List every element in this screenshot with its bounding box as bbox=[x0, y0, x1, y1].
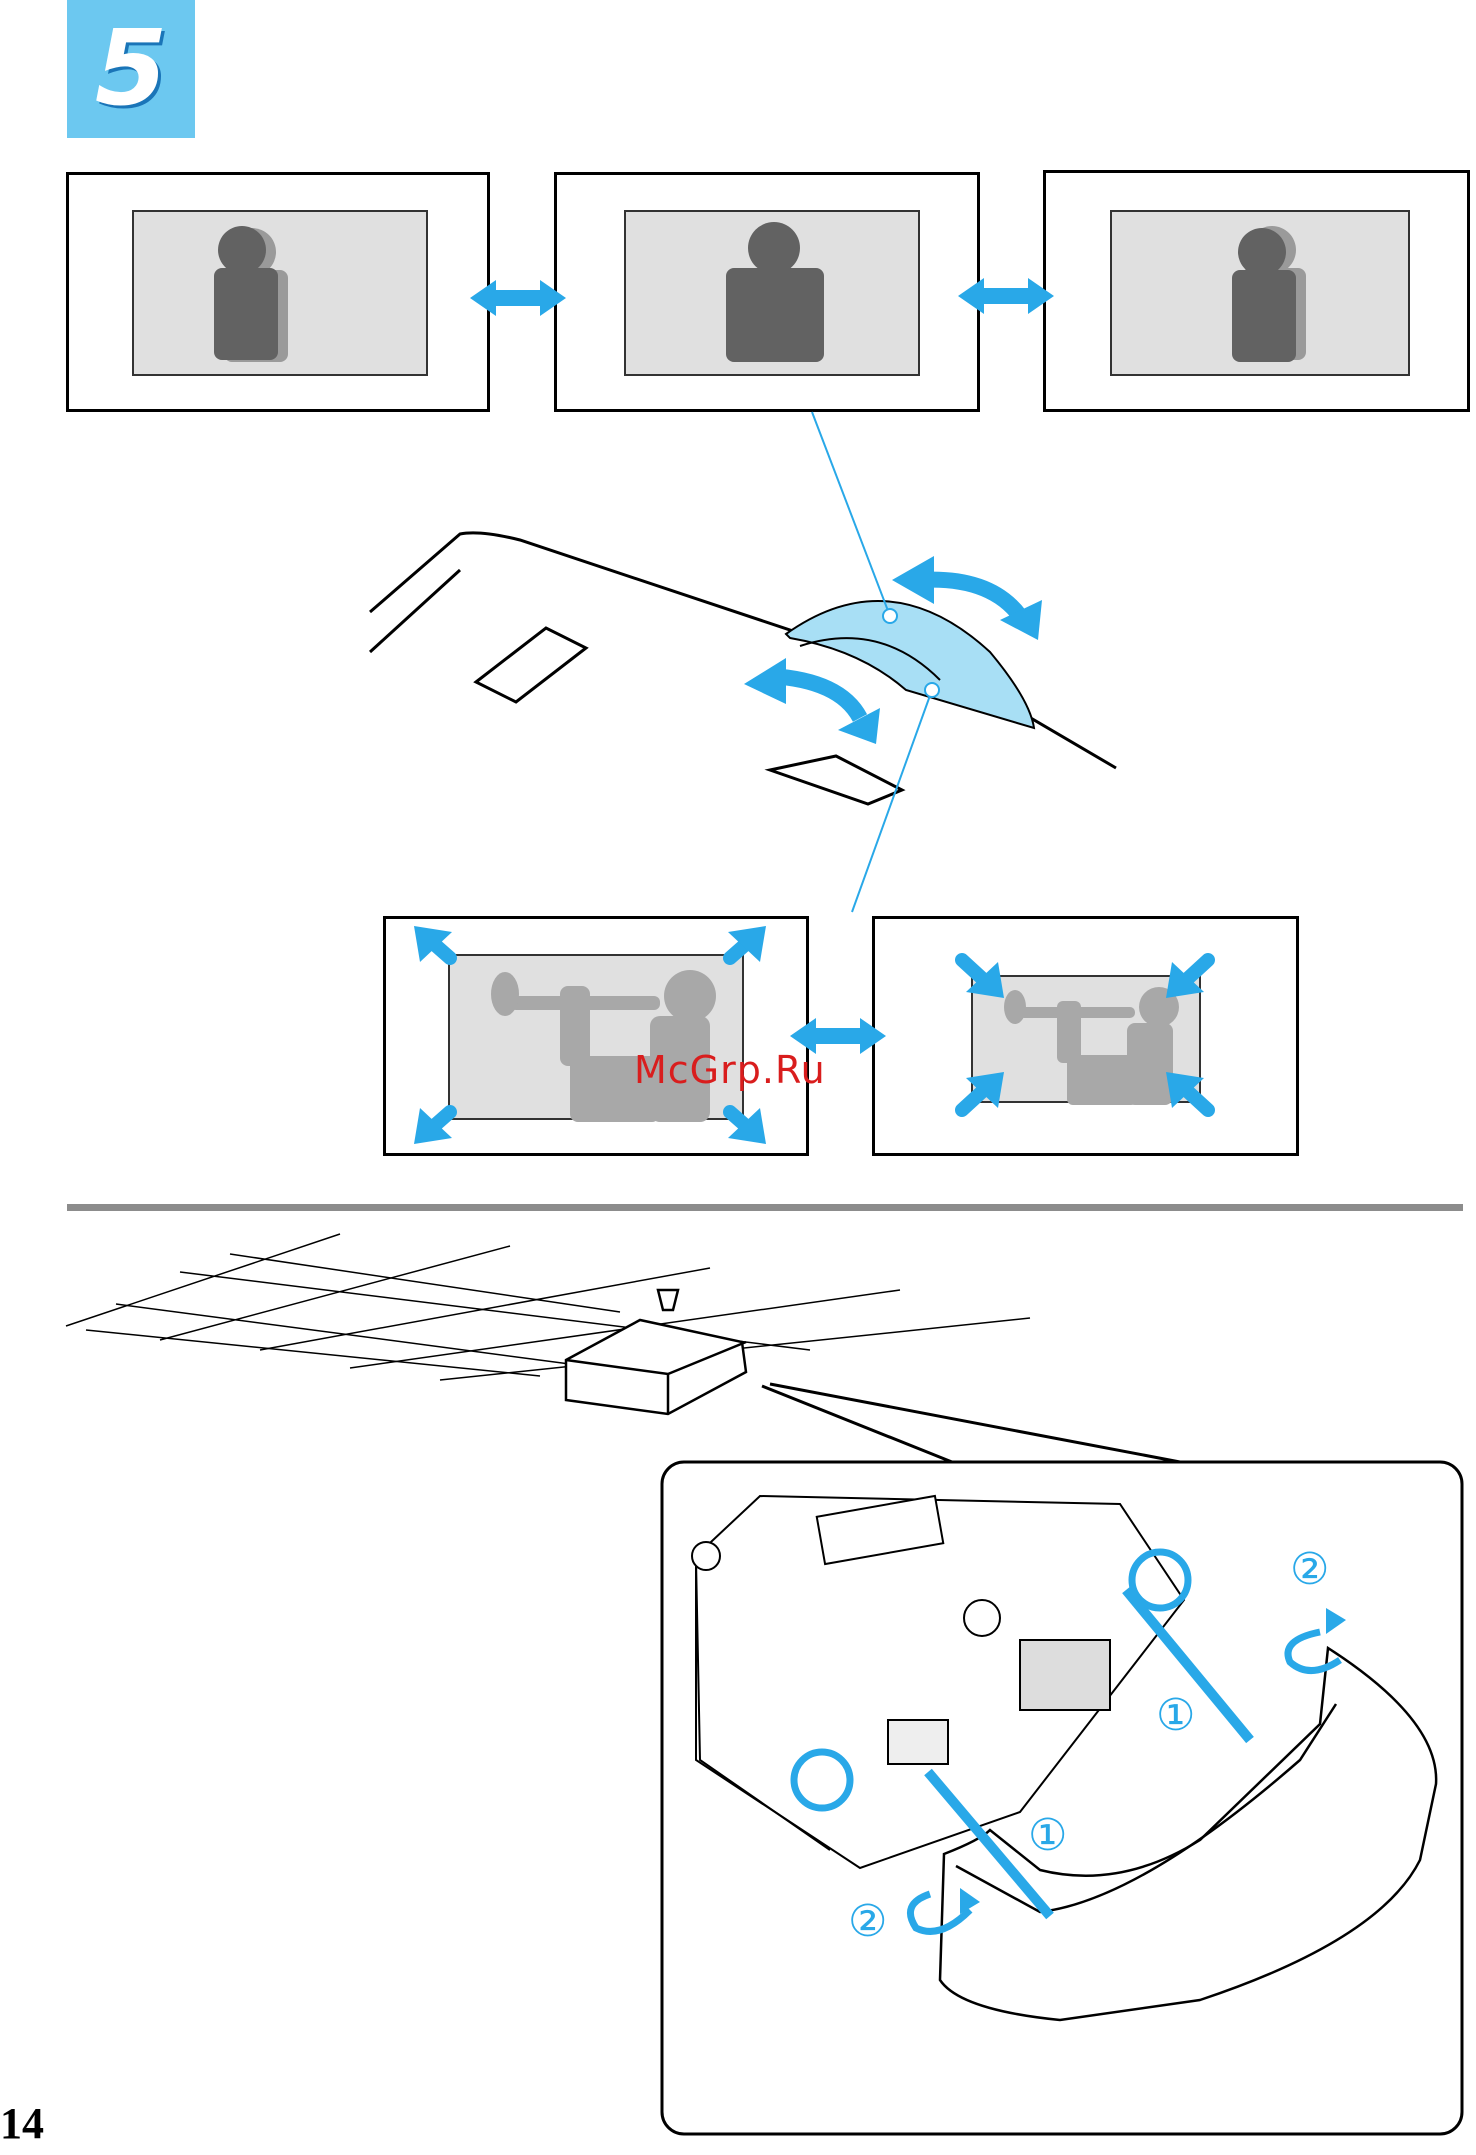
section-divider bbox=[67, 1204, 1463, 1211]
callout-step-2-right: ② bbox=[1290, 1544, 1329, 1595]
double-arrow-left bbox=[470, 280, 566, 316]
callout-wedge bbox=[762, 1384, 1180, 1462]
double-arrow-right bbox=[958, 278, 1054, 314]
callout-step-1-left: ① bbox=[1028, 1810, 1067, 1861]
ceiling-grid bbox=[66, 1234, 1030, 1380]
callout-step-1-right: ① bbox=[1156, 1690, 1195, 1741]
lens-ring bbox=[786, 601, 1034, 728]
focus-ring-arrow bbox=[920, 580, 1020, 616]
callout-step-2-left: ② bbox=[848, 1896, 887, 1947]
zoom-out-arrows bbox=[425, 936, 755, 1134]
watermark: McGrp.Ru bbox=[634, 1048, 826, 1092]
page-number: 14 bbox=[0, 2098, 44, 2149]
